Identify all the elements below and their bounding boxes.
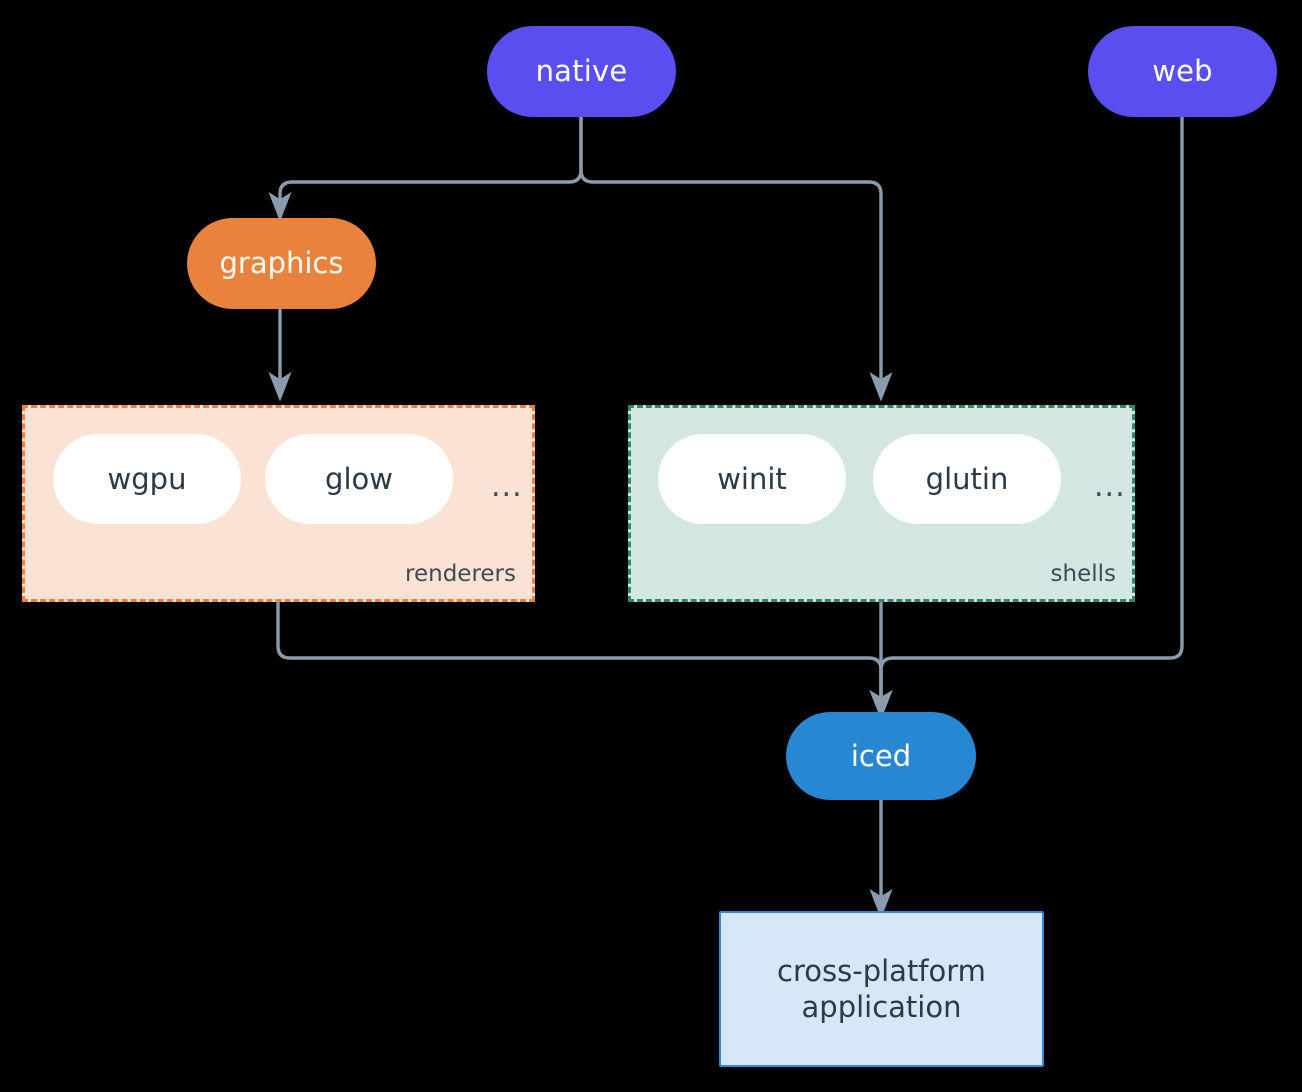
node-application-line1: cross-platform (777, 953, 986, 988)
group-item-glutin-label: glutin (925, 462, 1009, 496)
node-web-label: web (1152, 54, 1213, 89)
group-item-wgpu[interactable]: wgpu (53, 434, 241, 524)
group-item-glutin[interactable]: glutin (873, 434, 1061, 524)
node-application[interactable]: cross-platform application (719, 911, 1044, 1067)
node-native[interactable]: native (487, 26, 676, 117)
group-renderers: wgpu glow ... renderers (22, 405, 535, 602)
group-item-wgpu-label: wgpu (107, 462, 187, 496)
group-renderers-overflow-ellipsis: ... (491, 469, 523, 504)
edge-native-to-shells (579, 114, 893, 402)
edge-renderers-to-iced (276, 600, 893, 720)
node-iced[interactable]: iced (786, 712, 976, 800)
group-shells: winit glutin ... shells (628, 405, 1135, 602)
group-renderers-label: renderers (405, 561, 516, 587)
node-application-line2: application (801, 990, 962, 1024)
node-graphics-label: graphics (219, 246, 344, 281)
group-item-glow[interactable]: glow (265, 434, 453, 524)
group-item-winit-label: winit (717, 462, 787, 496)
node-iced-label: iced (850, 738, 912, 773)
group-shells-label: shells (1050, 561, 1116, 587)
node-web[interactable]: web (1088, 26, 1277, 117)
edge-native-to-graphics (268, 114, 583, 222)
node-graphics[interactable]: graphics (187, 218, 376, 309)
group-item-winit[interactable]: winit (658, 434, 846, 524)
group-shells-overflow-ellipsis: ... (1094, 469, 1126, 504)
node-native-label: native (535, 54, 628, 89)
group-item-glow-label: glow (325, 462, 393, 496)
